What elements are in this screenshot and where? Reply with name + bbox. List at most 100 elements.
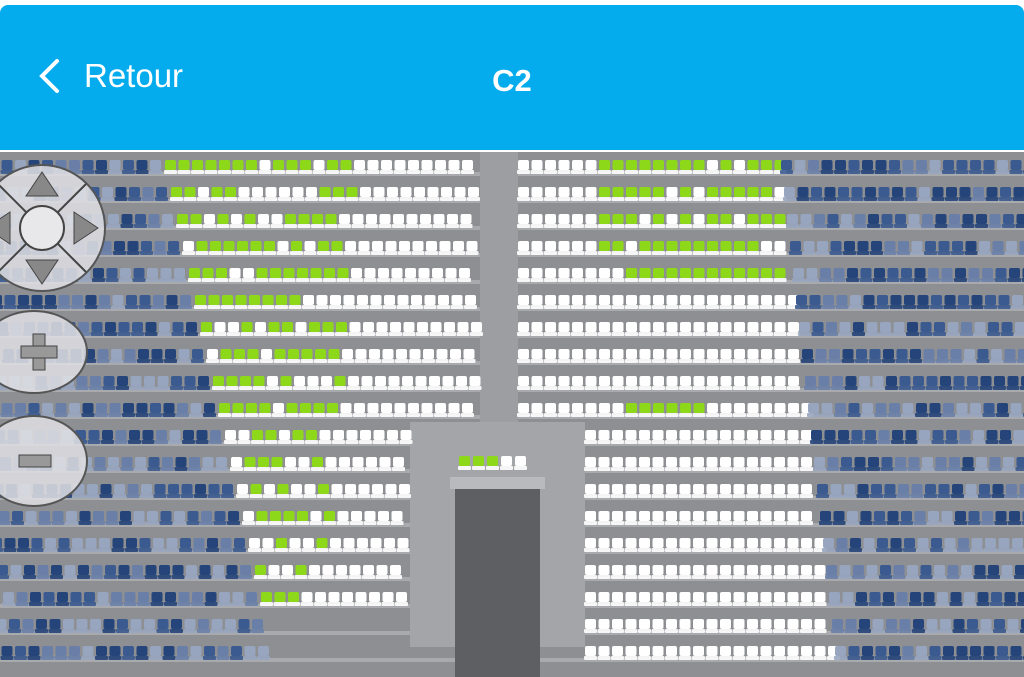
available-seat[interactable] bbox=[315, 349, 326, 359]
available-seat[interactable] bbox=[178, 160, 190, 170]
free-seat[interactable] bbox=[531, 241, 543, 251]
free-seat[interactable] bbox=[612, 268, 624, 278]
free-seat[interactable] bbox=[238, 187, 250, 197]
available-seat[interactable] bbox=[325, 214, 337, 224]
zoom-out-button[interactable] bbox=[0, 415, 88, 507]
free-seat[interactable] bbox=[372, 484, 383, 494]
available-seat[interactable] bbox=[300, 160, 311, 170]
free-seat[interactable] bbox=[228, 322, 239, 332]
free-seat[interactable] bbox=[545, 349, 556, 359]
free-seat[interactable] bbox=[345, 484, 356, 494]
free-seat[interactable] bbox=[518, 295, 529, 305]
free-seat[interactable] bbox=[427, 187, 439, 197]
available-seat[interactable] bbox=[276, 538, 287, 548]
available-seat[interactable] bbox=[653, 160, 664, 170]
free-seat[interactable] bbox=[733, 565, 745, 575]
free-seat[interactable] bbox=[653, 376, 664, 386]
free-seat[interactable] bbox=[787, 511, 799, 521]
free-seat[interactable] bbox=[599, 376, 610, 386]
free-seat[interactable] bbox=[294, 376, 305, 386]
free-seat[interactable] bbox=[612, 511, 623, 521]
available-seat[interactable] bbox=[285, 214, 296, 224]
free-seat[interactable] bbox=[391, 268, 403, 278]
free-seat[interactable] bbox=[652, 511, 664, 521]
free-seat[interactable] bbox=[639, 619, 650, 629]
available-seat[interactable] bbox=[220, 349, 232, 359]
free-seat[interactable] bbox=[707, 322, 718, 332]
available-seat[interactable] bbox=[295, 565, 307, 575]
free-seat[interactable] bbox=[788, 403, 799, 413]
free-seat[interactable] bbox=[237, 484, 248, 494]
free-seat[interactable] bbox=[747, 565, 758, 575]
available-seat[interactable] bbox=[333, 187, 344, 197]
available-seat[interactable] bbox=[612, 214, 624, 224]
free-seat[interactable] bbox=[774, 538, 785, 548]
free-seat[interactable] bbox=[307, 376, 319, 386]
free-seat[interactable] bbox=[652, 457, 664, 467]
free-seat[interactable] bbox=[468, 187, 479, 197]
free-seat[interactable] bbox=[518, 322, 529, 332]
available-seat[interactable] bbox=[693, 268, 705, 278]
free-seat[interactable] bbox=[518, 187, 529, 197]
free-seat[interactable] bbox=[545, 160, 556, 170]
free-seat[interactable] bbox=[774, 403, 786, 413]
free-seat[interactable] bbox=[433, 214, 445, 224]
free-seat[interactable] bbox=[367, 403, 379, 413]
available-seat[interactable] bbox=[297, 511, 308, 521]
free-seat[interactable] bbox=[599, 403, 610, 413]
free-seat[interactable] bbox=[518, 214, 529, 224]
free-seat[interactable] bbox=[666, 376, 678, 386]
free-seat[interactable] bbox=[774, 241, 786, 251]
free-seat[interactable] bbox=[639, 538, 650, 548]
free-seat[interactable] bbox=[639, 565, 650, 575]
free-seat[interactable] bbox=[384, 295, 395, 305]
available-seat[interactable] bbox=[318, 484, 329, 494]
free-seat[interactable] bbox=[787, 484, 799, 494]
free-seat[interactable] bbox=[454, 187, 466, 197]
free-seat[interactable] bbox=[707, 376, 718, 386]
free-seat[interactable] bbox=[268, 565, 280, 575]
free-seat[interactable] bbox=[666, 646, 677, 656]
available-seat[interactable] bbox=[244, 214, 256, 224]
free-seat[interactable] bbox=[598, 430, 610, 440]
free-seat[interactable] bbox=[787, 457, 799, 467]
available-seat[interactable] bbox=[693, 160, 705, 170]
free-seat[interactable] bbox=[405, 268, 416, 278]
free-seat[interactable] bbox=[693, 376, 705, 386]
free-seat[interactable] bbox=[747, 376, 759, 386]
seat-canvas[interactable] bbox=[0, 152, 1024, 677]
available-seat[interactable] bbox=[192, 160, 203, 170]
free-seat[interactable] bbox=[734, 295, 745, 305]
free-seat[interactable] bbox=[331, 484, 343, 494]
available-seat[interactable] bbox=[312, 214, 323, 224]
free-seat[interactable] bbox=[801, 538, 812, 548]
available-seat[interactable] bbox=[612, 241, 624, 251]
free-seat[interactable] bbox=[436, 349, 448, 359]
free-seat[interactable] bbox=[625, 538, 637, 548]
free-seat[interactable] bbox=[252, 187, 263, 197]
free-seat[interactable] bbox=[774, 457, 785, 467]
free-seat[interactable] bbox=[774, 484, 785, 494]
free-seat[interactable] bbox=[747, 457, 758, 467]
free-seat[interactable] bbox=[585, 538, 596, 548]
available-seat[interactable] bbox=[184, 187, 196, 197]
free-seat[interactable] bbox=[774, 511, 785, 521]
free-seat[interactable] bbox=[303, 295, 314, 305]
free-seat[interactable] bbox=[680, 295, 691, 305]
free-seat[interactable] bbox=[612, 403, 624, 413]
free-seat[interactable] bbox=[653, 322, 664, 332]
available-seat[interactable] bbox=[639, 160, 651, 170]
free-seat[interactable] bbox=[372, 241, 383, 251]
free-seat[interactable] bbox=[706, 565, 718, 575]
free-seat[interactable] bbox=[388, 376, 400, 386]
available-seat[interactable] bbox=[210, 241, 221, 251]
available-seat[interactable] bbox=[256, 511, 268, 521]
available-seat[interactable] bbox=[189, 268, 200, 278]
free-seat[interactable] bbox=[720, 403, 732, 413]
free-seat[interactable] bbox=[387, 187, 398, 197]
free-seat[interactable] bbox=[243, 268, 254, 278]
available-seat[interactable] bbox=[639, 403, 651, 413]
free-seat[interactable] bbox=[747, 349, 759, 359]
available-seat[interactable] bbox=[720, 160, 732, 170]
free-seat[interactable] bbox=[747, 403, 759, 413]
